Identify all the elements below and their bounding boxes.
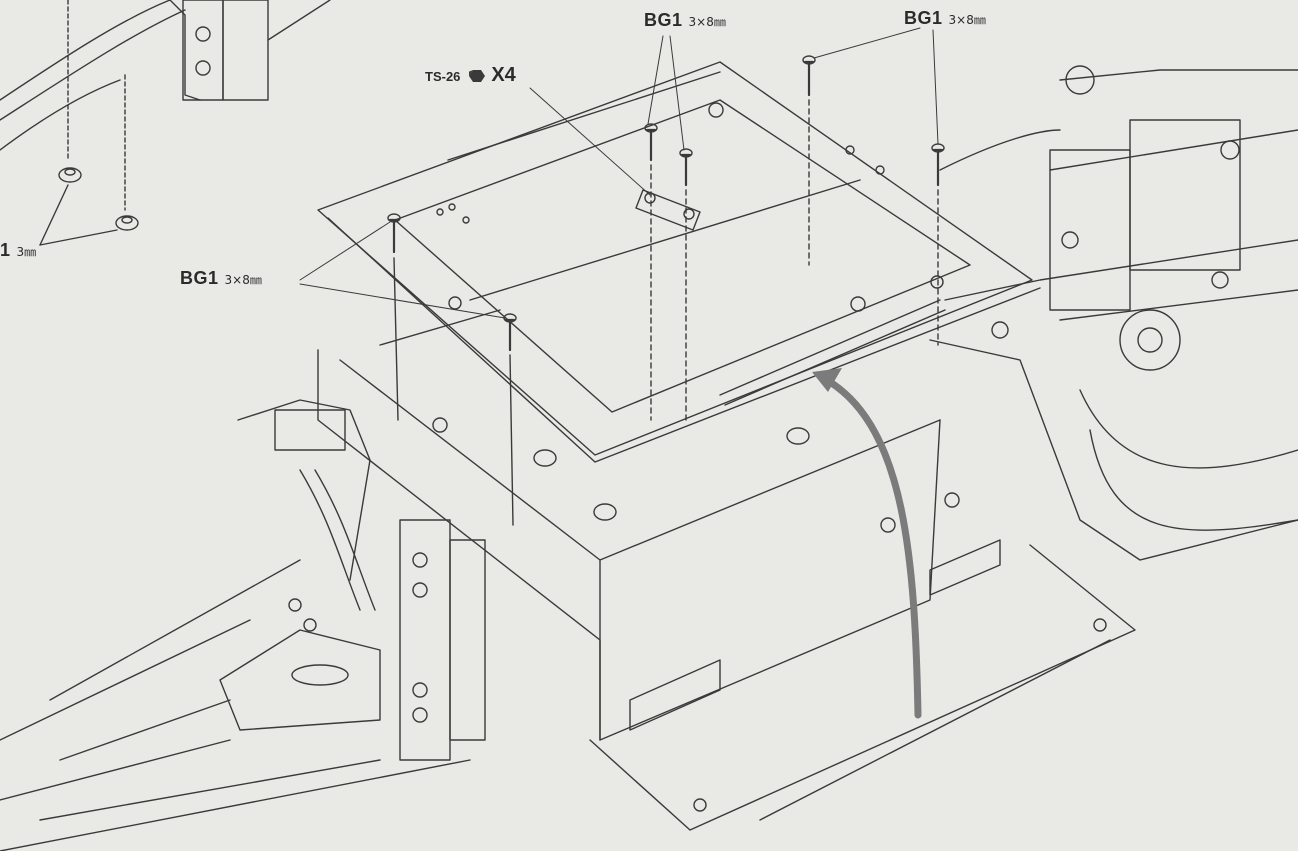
callout-nut-left-edge: 1 3㎜	[0, 240, 36, 261]
part-code: TS-26	[425, 69, 461, 84]
left-bracket-assembly	[219, 399, 486, 761]
screw-size: 3×8㎜	[688, 15, 726, 29]
left-nuts	[39, 0, 139, 246]
alignment-lines	[650, 99, 939, 421]
top-left-partial-assembly	[0, 0, 331, 151]
screw-code: BG1	[644, 10, 683, 30]
nut-code: 1	[0, 240, 11, 260]
chassis-rails	[0, 559, 471, 851]
drop-lines	[393, 257, 514, 526]
callout-bg1-top-right: BG1 3×8㎜	[904, 8, 986, 29]
part-quantity: X4	[491, 64, 516, 86]
nut-size: 3㎜	[16, 245, 37, 259]
nut-icon	[468, 70, 485, 82]
body-box	[317, 309, 960, 741]
right-suspension-assembly	[929, 65, 1298, 561]
leader-lines	[299, 27, 939, 319]
top-plate	[317, 61, 1041, 463]
screw-size: 3×8㎜	[948, 13, 986, 27]
screw-size: 3×8㎜	[224, 273, 262, 287]
screws	[387, 55, 945, 352]
screw-code: BG1	[180, 268, 219, 288]
bottom-flap	[589, 539, 1136, 831]
screw-code: BG1	[904, 8, 943, 28]
callout-bg1-left: BG1 3×8㎜	[180, 268, 262, 289]
callout-ts26: TS-26 X4	[425, 64, 516, 87]
ts26-strap	[635, 189, 701, 231]
flip-direction-arrow	[812, 368, 922, 719]
callout-bg1-top-center: BG1 3×8㎜	[644, 10, 726, 31]
